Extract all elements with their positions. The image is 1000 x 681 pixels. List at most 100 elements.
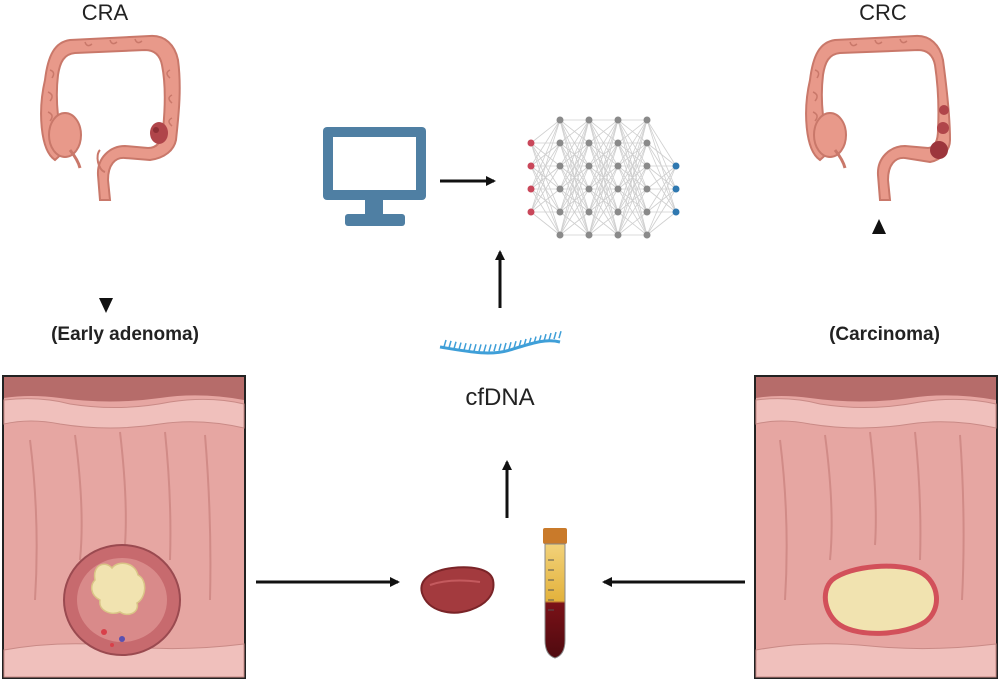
network-edge (559, 119, 590, 144)
dna-tick (548, 332, 552, 341)
network-edge (559, 119, 590, 236)
network-node (614, 185, 622, 193)
adenoma-colon-panel (2, 375, 246, 679)
neural-network-icon (527, 116, 680, 239)
dna-tick (503, 342, 507, 351)
dna-tick (508, 341, 512, 350)
dna-tick (453, 341, 457, 349)
network-edge (646, 165, 677, 236)
network-node (643, 139, 651, 147)
dna-tick (458, 342, 462, 350)
early-adenoma-label: (Early adenoma) (51, 324, 199, 345)
dna-tick (498, 343, 502, 351)
cfdna-label: cfDNA (465, 384, 535, 411)
dna-strand-icon (439, 330, 562, 355)
network-edge (559, 119, 590, 190)
colon-icon-right (805, 34, 952, 201)
network-node (527, 162, 535, 170)
dna-tick (558, 330, 562, 339)
network-edge (617, 142, 648, 236)
dna-tick (553, 331, 557, 340)
network-node (556, 208, 564, 216)
carcinoma-colon-panel (754, 375, 998, 679)
network-node (614, 231, 622, 239)
dna-tick (523, 338, 527, 347)
network-edge (559, 142, 590, 236)
network-node (556, 139, 564, 147)
network-node (556, 231, 564, 239)
network-edge (588, 165, 619, 236)
network-node (527, 139, 535, 147)
dna-tick (448, 340, 452, 349)
crc-title: CRC (859, 0, 907, 25)
network-edge (646, 165, 677, 213)
network-edge (588, 119, 619, 167)
computer-monitor-icon (323, 127, 426, 226)
network-node (527, 208, 535, 216)
network-edge (530, 188, 561, 213)
network-edge (588, 142, 619, 236)
network-edge (617, 119, 648, 213)
network-edge (530, 211, 561, 236)
network-edge (530, 119, 561, 144)
network-node (614, 139, 622, 147)
blood-tube-icon (543, 528, 567, 659)
network-edge (559, 119, 590, 167)
dna-tick (468, 343, 472, 351)
network-node (643, 208, 651, 216)
network-node (585, 162, 593, 170)
network-edge (588, 119, 619, 190)
network-edge (530, 119, 561, 167)
network-edge (617, 188, 648, 236)
network-node (585, 116, 593, 124)
network-edge (617, 165, 648, 236)
network-node (672, 185, 680, 193)
network-node (672, 208, 680, 216)
dna-tick (478, 344, 482, 352)
network-edge (530, 142, 561, 213)
network-edge (617, 119, 648, 167)
network-edge (646, 188, 677, 236)
network-edge (559, 119, 590, 213)
dna-tick (483, 344, 487, 352)
dna-tick (488, 344, 492, 352)
network-node (556, 162, 564, 170)
network-node (614, 116, 622, 124)
dna-tick (513, 341, 517, 349)
network-node (672, 162, 680, 170)
network-node (585, 139, 593, 147)
network-node (643, 185, 651, 193)
network-node (614, 162, 622, 170)
network-edge (617, 211, 648, 236)
network-node (585, 231, 593, 239)
network-node (585, 208, 593, 216)
network-node (556, 185, 564, 193)
dna-tick (528, 337, 532, 345)
network-edge (588, 211, 619, 236)
network-node (614, 208, 622, 216)
cra-title: CRA (81, 0, 129, 25)
network-edge (646, 119, 677, 167)
network-edge (559, 188, 590, 236)
network-edge (588, 119, 619, 236)
network-edge (588, 119, 619, 144)
network-edge (646, 165, 677, 190)
network-edge (588, 188, 619, 236)
dna-tick (518, 339, 522, 348)
dna-tick (473, 344, 477, 352)
network-edge (559, 211, 590, 236)
network-edge (559, 165, 590, 236)
network-edge (617, 119, 648, 236)
dna-tick (533, 336, 537, 344)
network-edge (530, 119, 561, 213)
tissue-sample-icon (420, 566, 495, 614)
network-node (527, 185, 535, 193)
dna-tick (463, 343, 467, 351)
colon-icon-left (40, 34, 181, 201)
network-edge (588, 119, 619, 213)
network-edge (530, 165, 561, 213)
network-node (643, 116, 651, 124)
network-node (643, 162, 651, 170)
network-node (643, 231, 651, 239)
